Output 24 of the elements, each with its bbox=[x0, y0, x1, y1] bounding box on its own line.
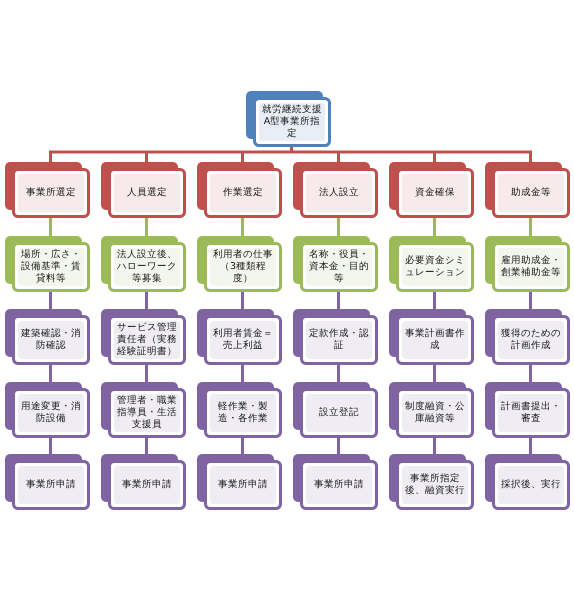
connector-line bbox=[337, 218, 340, 236]
connector-line bbox=[433, 438, 436, 454]
connector-line bbox=[145, 365, 148, 382]
connector-line bbox=[241, 438, 244, 454]
connector-line bbox=[49, 292, 52, 309]
connector-line bbox=[433, 218, 436, 236]
connector-line bbox=[433, 292, 436, 309]
connector-line bbox=[337, 365, 340, 382]
connector-line bbox=[529, 218, 532, 236]
connector-line bbox=[145, 438, 148, 454]
connector-line bbox=[49, 438, 52, 454]
connector-line bbox=[145, 218, 148, 236]
connector-line bbox=[145, 292, 148, 309]
connector-line bbox=[529, 292, 532, 309]
connector-line bbox=[241, 292, 244, 309]
connector-line bbox=[337, 292, 340, 309]
connector-line bbox=[241, 218, 244, 236]
connector-line bbox=[49, 365, 52, 382]
connector-line bbox=[529, 438, 532, 454]
connector-line bbox=[433, 365, 436, 382]
connector-line bbox=[529, 365, 532, 382]
connector-line bbox=[49, 218, 52, 236]
connector-line bbox=[241, 365, 244, 382]
connector-line bbox=[337, 438, 340, 454]
